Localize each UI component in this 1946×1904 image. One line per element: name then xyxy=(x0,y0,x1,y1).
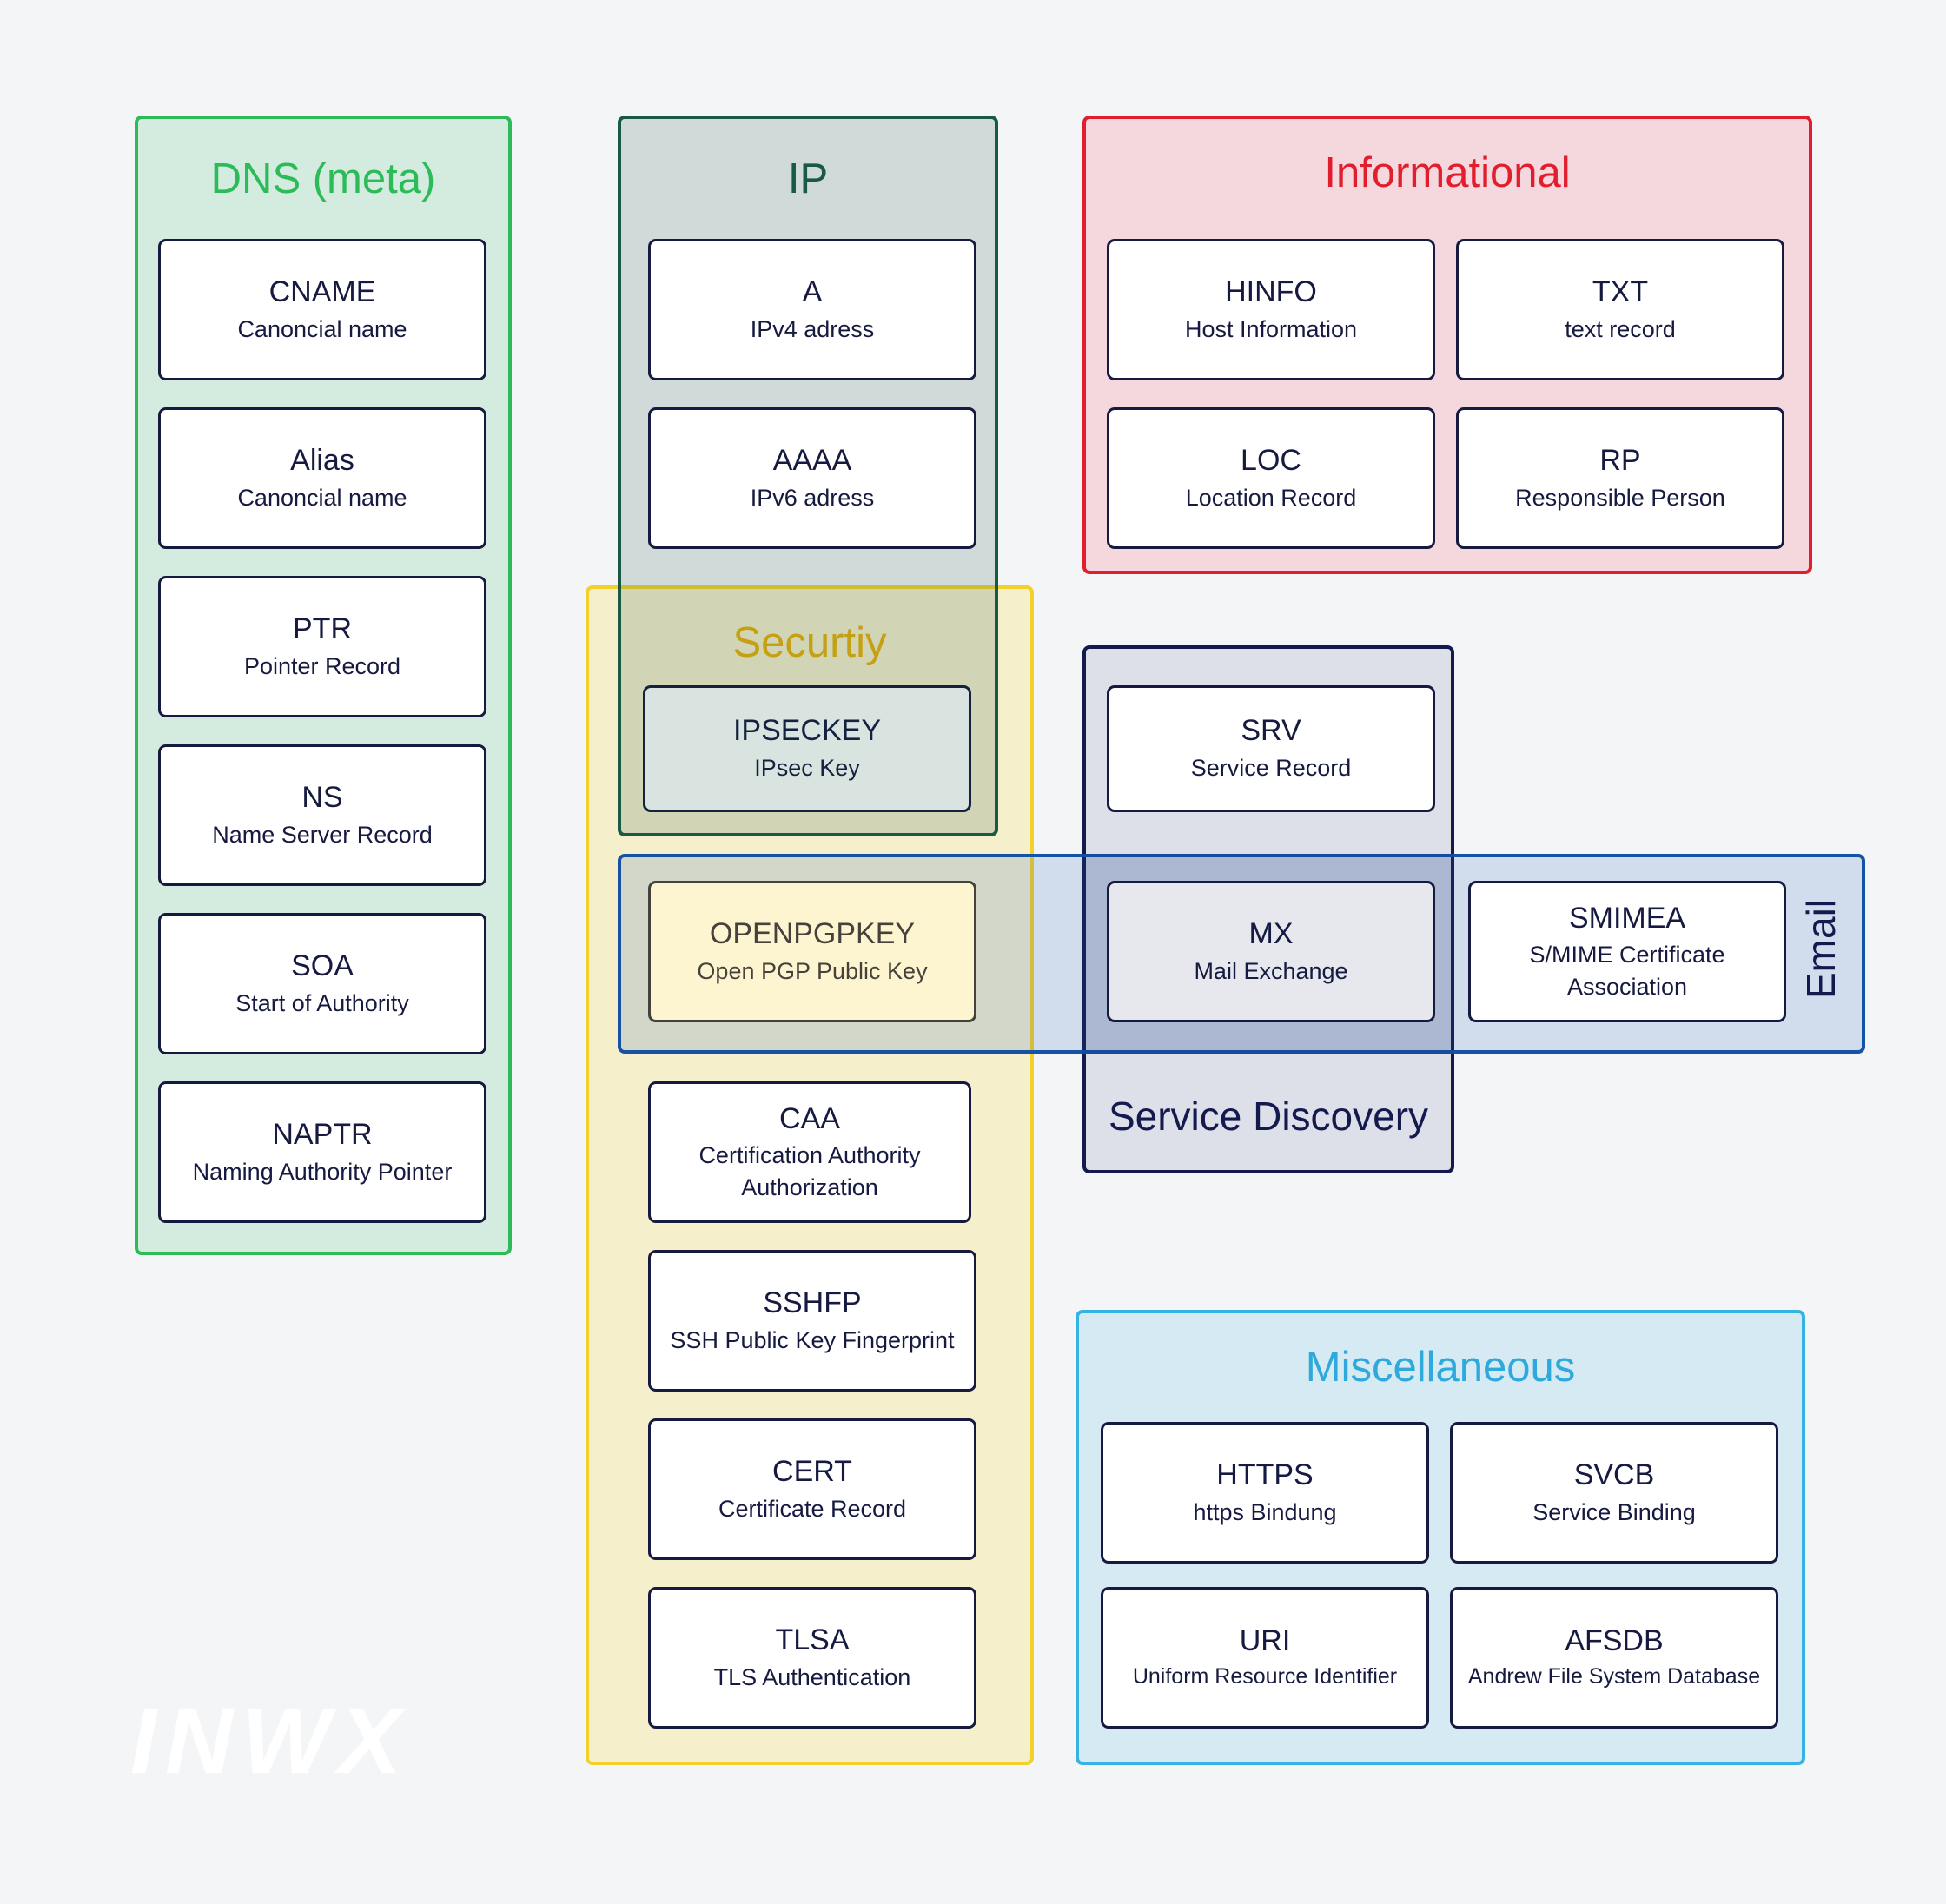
record-description: Mail Exchange xyxy=(1194,957,1348,984)
record-description: SSH Public Key Fingerprint xyxy=(670,1326,955,1353)
record-name: IPSECKEY xyxy=(732,714,882,748)
record-mx: MX Mail Exchange xyxy=(1107,881,1435,1022)
record-aaaa: AAAA IPv6 adress xyxy=(648,407,976,549)
record-description: Service Binding xyxy=(1532,1498,1696,1525)
record-description: Start of Authority xyxy=(235,989,409,1016)
record-description: text record xyxy=(1565,315,1676,342)
record-description: Uniform Resource Identifier xyxy=(1132,1664,1398,1689)
record-rp: RP Responsible Person xyxy=(1456,407,1784,549)
record-description: Location Record xyxy=(1185,484,1357,511)
record-name: A xyxy=(802,274,823,308)
record-description: Canoncial name xyxy=(237,315,407,342)
record-caa: CAA Certification Authority Authorizatio… xyxy=(648,1081,971,1223)
record-description: Service Record xyxy=(1190,755,1352,782)
record-description: TLS Authentication xyxy=(713,1663,911,1690)
record-description: S/MIME Certificate Association xyxy=(1529,942,1725,1000)
record-name: SOA xyxy=(291,949,354,982)
record-cname: CNAME Canoncial name xyxy=(158,239,486,380)
record-description: Open PGP Public Key xyxy=(697,957,928,984)
record-name: Alias xyxy=(290,443,354,477)
record-openpgpkey: OPENPGPKEY Open PGP Public Key xyxy=(648,881,976,1022)
record-description: Canoncial name xyxy=(237,484,407,511)
group-title-informational: Informational xyxy=(1324,149,1571,196)
record-name: PTR xyxy=(293,612,352,645)
record-name: TXT xyxy=(1592,274,1649,308)
record-description: Responsible Person xyxy=(1515,484,1725,511)
record-description: Certificate Record xyxy=(718,1495,907,1522)
record-name: HTTPS xyxy=(1216,1458,1314,1491)
record-tlsa: TLSA TLS Authentication xyxy=(648,1587,976,1729)
record-description: IPv6 adress xyxy=(750,484,875,511)
record-name: LOC xyxy=(1241,443,1301,477)
record-description: Naming Authority Pointer xyxy=(192,1158,453,1185)
record-afsdb: AFSDB Andrew File System Database xyxy=(1450,1587,1778,1729)
record-name: CAA xyxy=(779,1101,840,1135)
record-name: CNAME xyxy=(268,274,376,308)
record-cert: CERT Certificate Record xyxy=(648,1418,976,1560)
record-svcb: SVCB Service Binding xyxy=(1450,1422,1778,1564)
record-description: IPv4 adress xyxy=(750,315,875,342)
record-ns: NS Name Server Record xyxy=(158,744,486,886)
record-description: Andrew File System Database xyxy=(1467,1664,1761,1689)
group-title-ip: IP xyxy=(787,155,829,202)
record-txt: TXT text record xyxy=(1456,239,1784,380)
record-name: MX xyxy=(1248,916,1294,950)
record-name: SRV xyxy=(1241,714,1301,748)
record-name: RP xyxy=(1599,443,1641,477)
record-alias: Alias Canoncial name xyxy=(158,407,486,549)
record-name: TLSA xyxy=(775,1623,850,1656)
group-title-service-discovery: Service Discovery xyxy=(1108,1094,1429,1139)
group-title-miscellaneous: Miscellaneous xyxy=(1305,1344,1576,1391)
record-description: Name Server Record xyxy=(212,821,433,848)
group-title-email: Email xyxy=(1798,898,1843,999)
record-naptr: NAPTR Naming Authority Pointer xyxy=(158,1081,486,1223)
record-name: SVCB xyxy=(1573,1458,1655,1491)
group-title-security: Securtiy xyxy=(732,619,887,666)
record-srv: SRV Service Record xyxy=(1107,685,1435,812)
record-description: Pointer Record xyxy=(243,652,401,679)
record-name: OPENPGPKEY xyxy=(709,916,916,950)
record-name: CERT xyxy=(772,1454,852,1488)
record-name: HINFO xyxy=(1225,274,1317,308)
record-description: IPsec Key xyxy=(754,755,860,782)
record-name: AAAA xyxy=(772,443,852,477)
record-sshfp: SSHFP SSH Public Key Fingerprint xyxy=(648,1250,976,1392)
record-name: NS xyxy=(301,780,343,814)
record-hinfo: HINFO Host Information xyxy=(1107,239,1435,380)
inwx-logo: INWX xyxy=(130,1688,410,1793)
record-a: A IPv4 adress xyxy=(648,239,976,380)
record-smimea: SMIMEA S/MIME Certificate Association xyxy=(1468,881,1786,1022)
record-description: Host Information xyxy=(1184,315,1358,342)
record-soa: SOA Start of Authority xyxy=(158,913,486,1054)
record-uri: URI Uniform Resource Identifier xyxy=(1101,1587,1429,1729)
record-loc: LOC Location Record xyxy=(1107,407,1435,549)
record-name: SSHFP xyxy=(763,1286,862,1319)
record-name: SMIMEA xyxy=(1568,901,1686,935)
record-https: HTTPS https Bindung xyxy=(1101,1422,1429,1564)
record-name: URI xyxy=(1239,1624,1291,1658)
record-description: https Bindung xyxy=(1193,1498,1337,1525)
record-name: AFSDB xyxy=(1565,1624,1664,1658)
record-ptr: PTR Pointer Record xyxy=(158,576,486,717)
record-name: NAPTR xyxy=(272,1117,373,1151)
record-description: Certification Authority Authorization xyxy=(698,1142,921,1200)
group-title-dns-meta: DNS (meta) xyxy=(210,155,436,202)
record-ipseckey: IPSECKEY IPsec Key xyxy=(643,685,971,812)
